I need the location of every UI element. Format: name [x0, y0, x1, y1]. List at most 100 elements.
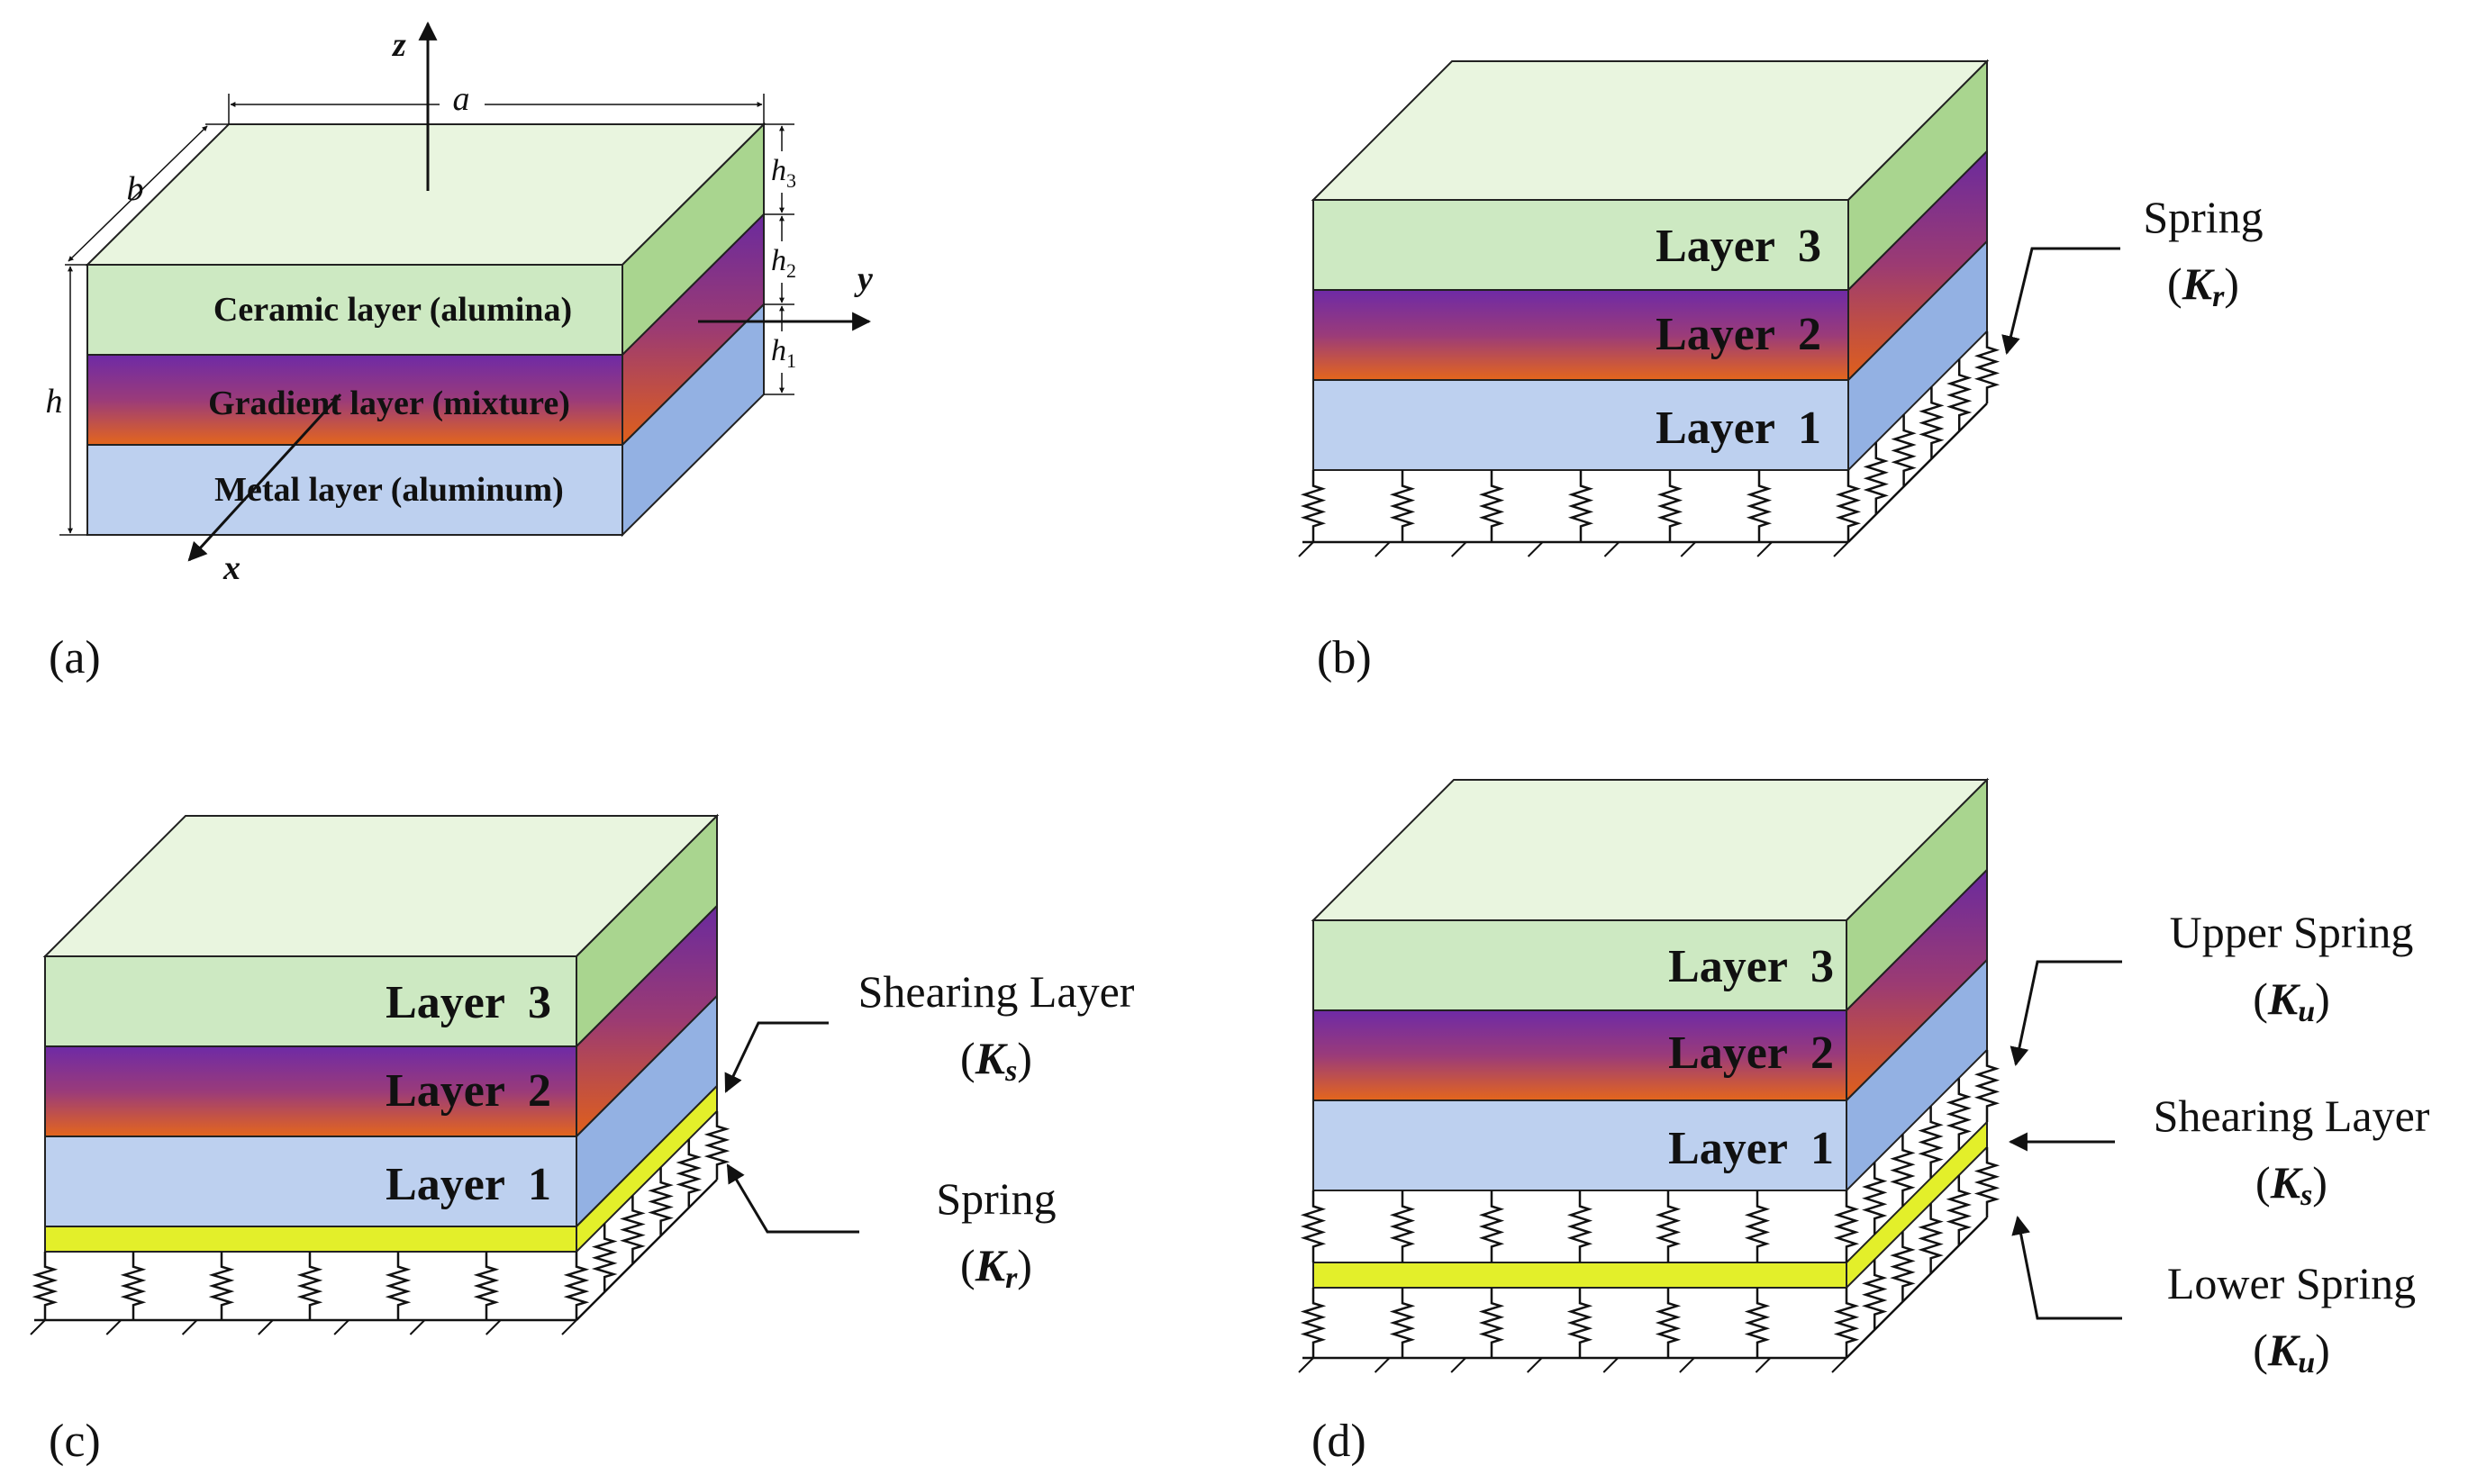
panel-d-lower-side-spring-1	[1862, 1259, 1888, 1330]
panel-d-hatch-4	[1602, 1357, 1619, 1373]
panel-d-upper-front-spring-0	[1300, 1190, 1327, 1262]
panel-a-axis-z-label: z	[391, 26, 406, 64]
panel-c: Layer 3 Layer 2 Layer 1 Shearing Layer (…	[30, 813, 1135, 1467]
panel-d-upper-label: Upper Spring	[2170, 907, 2414, 957]
panel-a-x-axis	[187, 393, 342, 562]
panel-b-front-spring-6	[1835, 470, 1862, 542]
panel-b-front-spring-0	[1300, 470, 1327, 542]
panel-d-upper-front-spring-3	[1566, 1190, 1593, 1262]
panel-d-lower-side-spring-4	[1946, 1175, 1972, 1246]
panel-b-side-spring-5	[1973, 331, 2001, 403]
panel-a-metal-label: Metal layer (aluminum)	[214, 471, 564, 509]
panel-c-side-spring-5	[703, 1111, 730, 1180]
panel-b-front-spring-3	[1567, 470, 1594, 542]
panel-c-side-spring-4	[676, 1139, 703, 1208]
panel-a-gradient-label: Gradient layer (mixture)	[208, 385, 570, 422]
panel-d-upper-front-spring-4	[1655, 1190, 1682, 1262]
panel-c-side-spring-3	[648, 1167, 674, 1236]
panel-c-spring-leader	[726, 1163, 859, 1234]
panel-a-dim-h2-label: h2	[771, 244, 796, 282]
panel-d-lower-leader	[2011, 1215, 2122, 1320]
panel-d-caption: (d)	[1311, 1416, 1366, 1467]
panel-c-hatch-7	[561, 1319, 577, 1335]
panel-b-ground-depth	[1847, 403, 1988, 543]
panel-d-hatch-1	[1374, 1357, 1391, 1373]
panel-d-lower-side-spring-5	[1973, 1147, 2001, 1217]
panel-d-layer1-label: Layer 1	[1668, 1123, 1834, 1174]
panel-a-dim-b-line	[68, 125, 208, 262]
panel-d-upper-side-spring-1	[1862, 1162, 1888, 1235]
panel-a-ceramic-label: Ceramic layer (alumina)	[213, 291, 572, 329]
panel-d-front-shear	[1312, 1262, 1847, 1289]
panel-d-upper-k: (Ku)	[2253, 973, 2330, 1028]
panel-c-ground-depth	[576, 1179, 718, 1321]
panel-c-spring-label: Spring	[936, 1173, 1056, 1224]
panel-d-lower-front-spring-1	[1389, 1288, 1416, 1358]
panel-b-front-layer2	[1312, 289, 1849, 381]
panel-b-spring-label: Spring	[2143, 192, 2263, 242]
panel-d-ground-depth	[1846, 1217, 1988, 1359]
panel-b-side-spring-1	[1863, 442, 1889, 515]
panel-b-hatch-7	[1833, 541, 1849, 557]
panel-d-lower-front-spring-2	[1478, 1288, 1505, 1358]
panel-d-hatch-5	[1679, 1357, 1695, 1373]
panel-b-hatch-6	[1756, 541, 1773, 557]
panel-c-hatch-1	[105, 1319, 122, 1335]
panel-c-hatch-3	[258, 1319, 274, 1335]
panel-d-shear-label: Shearing Layer	[2154, 1090, 2430, 1141]
panel-d-lower-front-spring-6	[1833, 1288, 1860, 1358]
panel-b-front-layer3	[1312, 199, 1849, 291]
panel-b: Layer 3 Layer 2 Layer 1 Spring (Kr) (b)	[1298, 59, 2264, 683]
panel-c-hatch-4	[333, 1319, 349, 1335]
panel-c-front-spring-3	[296, 1252, 323, 1320]
panel-a-front-gradient	[86, 354, 623, 446]
panel-c-layer3-label: Layer 3	[386, 977, 551, 1028]
panel-b-hatch-1	[1375, 541, 1391, 557]
panel-d-hatch-6	[1755, 1357, 1772, 1373]
panel-c-front-spring-5	[473, 1252, 500, 1320]
panel-d-hatch-3	[1527, 1357, 1543, 1373]
panel-b-hatch-2	[1451, 541, 1467, 557]
panel-d-shear-k: (Ks)	[2255, 1157, 2327, 1212]
panel-a-dim-a-label: a	[453, 80, 470, 118]
panel-a-front-metal	[86, 444, 623, 536]
panel-c-front-spring-6	[563, 1252, 590, 1320]
panel-b-front-spring-1	[1389, 470, 1416, 542]
panel-d-upper-leader	[2010, 960, 2122, 1067]
panel-c-front-layer1	[44, 1136, 577, 1227]
panel-a-dim-h3-label: h3	[771, 154, 796, 192]
panel-d-springs	[1298, 1050, 2001, 1373]
panel-d-hatch-0	[1298, 1357, 1314, 1373]
panel-d-upper-front-spring-2	[1478, 1190, 1505, 1262]
panel-c-shear-label: Shearing Layer	[858, 966, 1135, 1017]
panel-c-hatch-5	[409, 1319, 426, 1335]
panel-b-hatch-3	[1527, 541, 1544, 557]
panel-b-front-layer1	[1312, 379, 1849, 471]
panel-a-axis-x-label: x	[222, 549, 240, 587]
panel-b-side-spring-4	[1946, 358, 1973, 431]
panel-a-front-ceramic	[86, 264, 623, 356]
panel-c-layer1-label: Layer 1	[386, 1159, 551, 1210]
panel-c-hatch-2	[181, 1319, 198, 1335]
panel-a-dim-b-label: b	[127, 170, 144, 208]
panel-b-side-spring-3	[1919, 386, 1945, 459]
panel-a: Ceramic layer (alumina) Gradient layer (…	[46, 21, 873, 683]
panel-d-upper-side-spring-2	[1890, 1134, 1916, 1207]
panel-d-lower-side-spring-2	[1890, 1231, 1916, 1302]
panel-c-front-spring-4	[385, 1252, 412, 1320]
panel-d-front-layer2	[1312, 1009, 1847, 1101]
panel-d-hatch-2	[1450, 1357, 1466, 1373]
panel-d-lower-label: Lower Spring	[2167, 1258, 2416, 1308]
panel-b-front-spring-2	[1478, 470, 1505, 542]
panel-c-layer2-label: Layer 2	[386, 1065, 551, 1117]
panel-b-hatch-5	[1680, 541, 1696, 557]
panel-d-lower-front-spring-4	[1655, 1288, 1682, 1358]
panel-c-front-shear	[44, 1226, 577, 1253]
panel-c-caption: (c)	[49, 1416, 101, 1467]
panel-c-front-spring-0	[32, 1252, 59, 1320]
panel-d-lower-k: (Ku)	[2253, 1325, 2330, 1380]
panel-d-front-layer3	[1312, 919, 1847, 1011]
panel-d-lower-front-spring-3	[1566, 1288, 1593, 1358]
panel-b-hatch-0	[1298, 541, 1314, 557]
